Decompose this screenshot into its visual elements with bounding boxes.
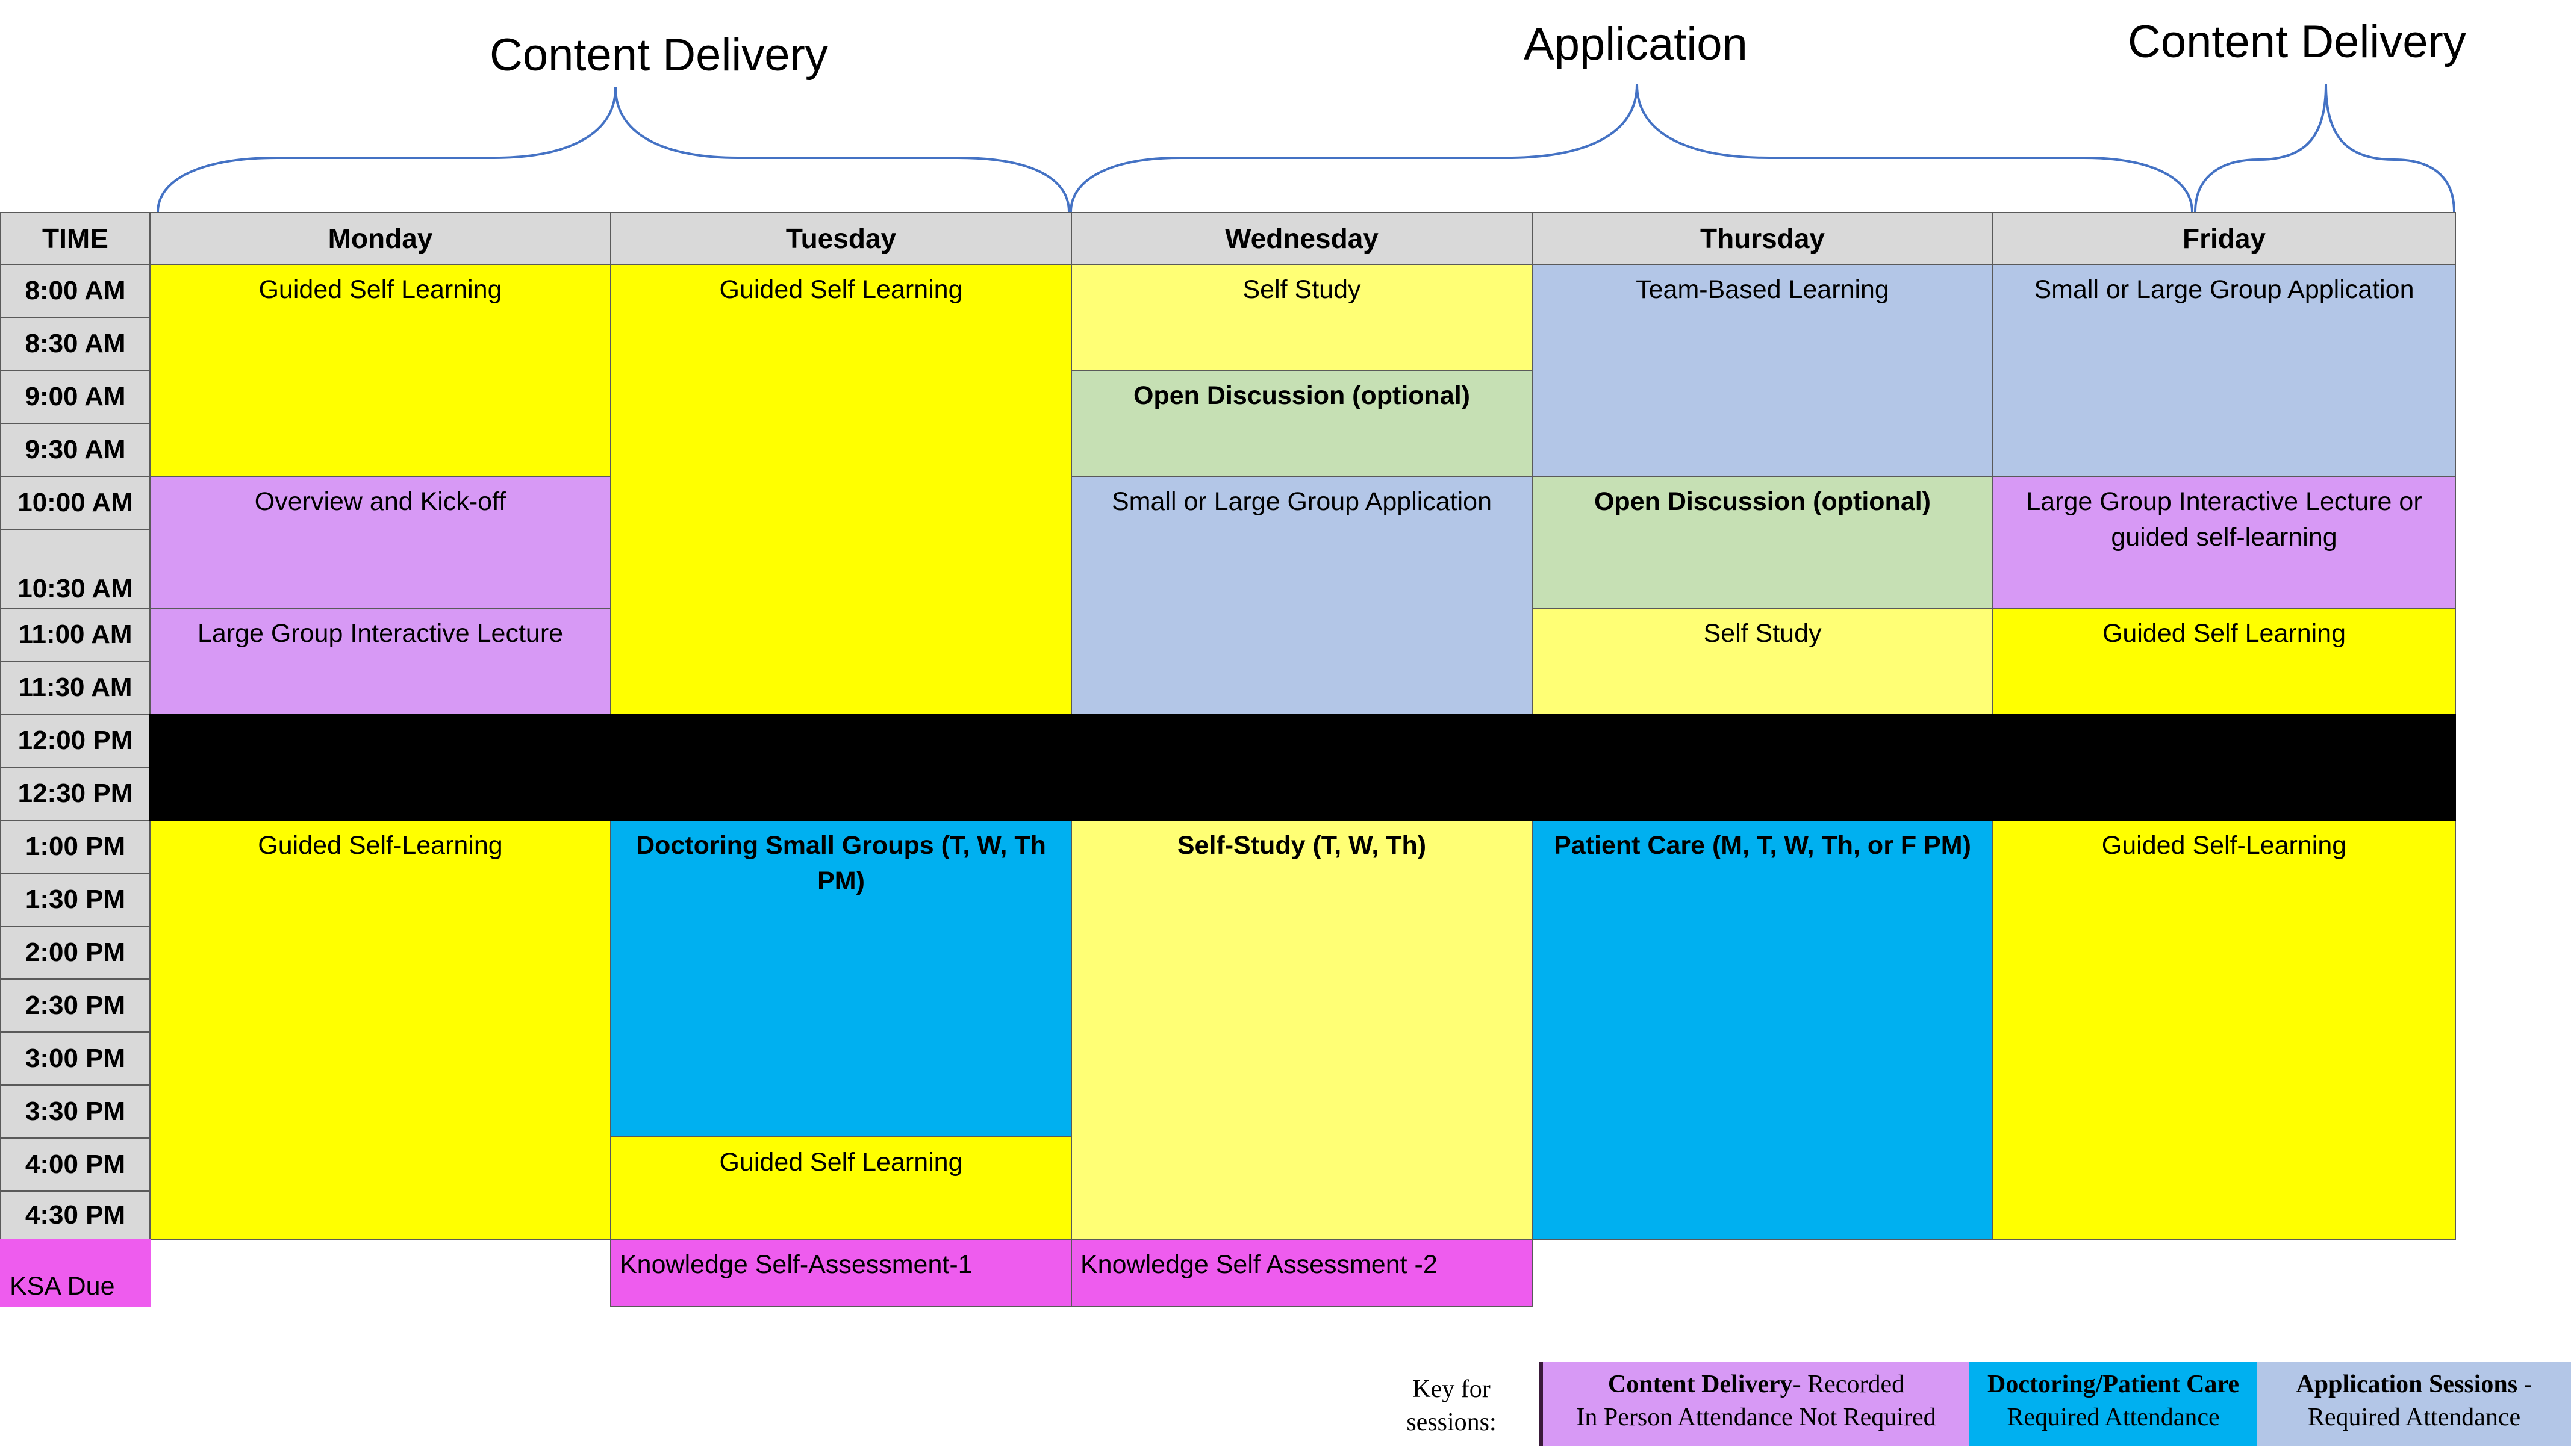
time-slot: 3:30 PM [0,1084,151,1139]
wednesday-self-study-pm: Self-Study (T, W, Th) [1071,820,1533,1240]
header-monday: Monday [149,212,611,265]
friday-guided-self-learning-pm: Guided Self-Learning [1992,820,2456,1240]
thursday-self-study: Self Study [1532,608,1993,715]
header-wednesday: Wednesday [1071,212,1533,265]
annotation-content-delivery-right: Content Delivery [2128,16,2466,67]
time-slot: 3:00 PM [0,1031,151,1086]
time-slot: 10:30 AM [0,529,151,609]
key-label-line2: sessions: [1406,1408,1497,1436]
brace-right [2194,84,2455,213]
monday-overview-kickoff: Overview and Kick-off [149,476,611,609]
thursday-patient-care: Patient Care (M, T, W, Th, or F PM) [1532,820,1993,1240]
key-content-title: Content Delivery- [1607,1370,1801,1398]
time-slot: 2:00 PM [0,926,151,980]
header-thursday: Thursday [1532,212,1993,265]
brace-middle [1070,84,2193,213]
key-doctoring-title: Doctoring/Patient Care [1987,1370,2239,1398]
annotation-application: Application [1524,19,1748,70]
friday-group-application: Small or Large Group Application [1992,264,2456,477]
time-slot: 4:00 PM [0,1137,151,1192]
lunch-break-bar [149,714,2456,821]
thursday-open-discussion: Open Discussion (optional) [1532,476,1993,609]
annotation-content-delivery-left: Content Delivery [490,30,828,81]
key-application-sessions: Application Sessions - Required Attendan… [2257,1362,2571,1446]
tuesday-guided-self-learning: Guided Self Learning [610,264,1072,715]
key-content-line2: In Person Attendance Not Required [1576,1403,1936,1431]
wednesday-open-discussion: Open Discussion (optional) [1071,370,1533,477]
monday-large-group-lecture: Large Group Interactive Lecture [149,608,611,715]
tuesday-guided-self-learning-pm: Guided Self Learning [610,1136,1072,1240]
time-slot: 8:00 AM [0,264,151,318]
key-label-line1: Key for [1412,1375,1491,1403]
wednesday-group-application: Small or Large Group Application [1071,476,1533,715]
wednesday-knowledge-self-assessment: Knowledge Self Assessment -2 [1071,1239,1533,1307]
time-slot: 4:30 PM [0,1190,151,1240]
time-slot: 8:30 AM [0,317,151,371]
friday-guided-self-learning: Guided Self Learning [1992,608,2456,715]
time-slot: 1:00 PM [0,820,151,874]
time-slot: 11:00 AM [0,608,151,662]
header-friday: Friday [1992,212,2456,265]
wednesday-self-study: Self Study [1071,264,1533,371]
key-application-line2: Required Attendance [2307,1403,2521,1431]
tuesday-doctoring-small-groups: Doctoring Small Groups (T, W, Th PM) [610,820,1072,1137]
key-content-rest: Recorded [1801,1370,1905,1398]
key-label: Key for sessions: [1385,1373,1518,1439]
annotation-braces [157,84,2455,213]
time-slot: 9:30 AM [0,423,151,477]
time-slot: 9:00 AM [0,370,151,424]
key-doctoring-line2: Required Attendance [2007,1403,2220,1431]
ksa-due-label: KSA Due [0,1239,151,1307]
header-tuesday: Tuesday [610,212,1072,265]
time-slot: 2:30 PM [0,978,151,1033]
time-slot: 11:30 AM [0,661,151,715]
key-content-delivery: Content Delivery- Recorded In Person Att… [1543,1362,1969,1446]
brace-left [157,87,1070,213]
key-doctoring-patient-care: Doctoring/Patient Care Required Attendan… [1969,1362,2257,1446]
time-slot: 1:30 PM [0,873,151,927]
time-slot: 12:30 PM [0,767,151,821]
time-slot: 10:00 AM [0,476,151,530]
monday-guided-self-learning-pm: Guided Self-Learning [149,820,611,1240]
thursday-team-based-learning: Team-Based Learning [1532,264,1993,477]
time-slot: 12:00 PM [0,714,151,768]
key-application-title: Application Sessions - [2296,1370,2532,1398]
monday-guided-self-learning: Guided Self Learning [149,264,611,477]
key-divider [1539,1362,1543,1446]
friday-lecture-or-guided: Large Group Interactive Lecture or guide… [1992,476,2456,609]
tuesday-knowledge-self-assessment: Knowledge Self-Assessment-1 [610,1239,1072,1307]
header-time: TIME [0,212,151,265]
